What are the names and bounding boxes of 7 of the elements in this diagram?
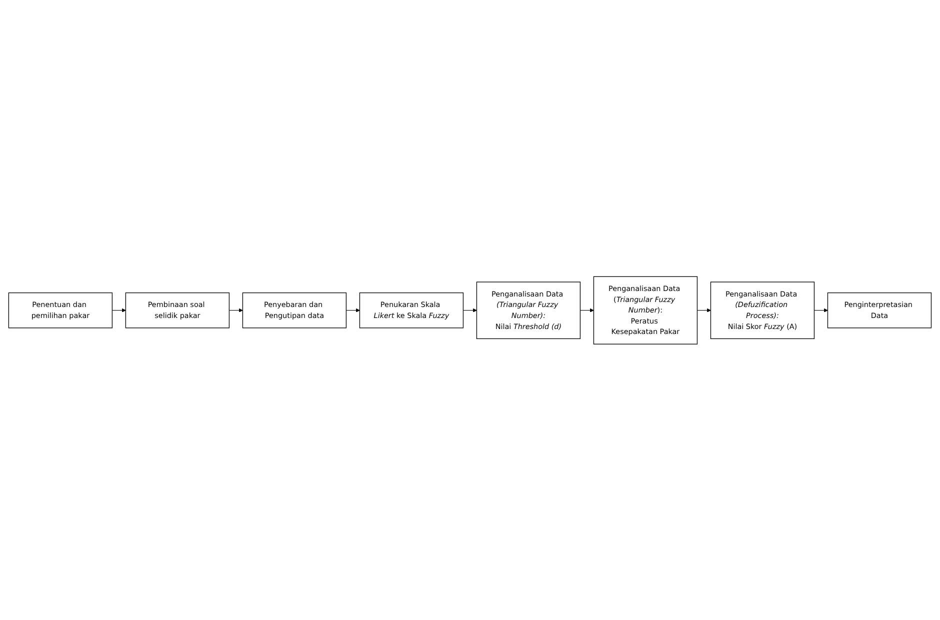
arrow [814, 308, 828, 312]
arrow [696, 308, 711, 312]
arrow [112, 308, 126, 312]
arrow [228, 308, 243, 312]
arrow [580, 308, 594, 312]
arrow [346, 308, 360, 312]
arrow [462, 308, 477, 312]
